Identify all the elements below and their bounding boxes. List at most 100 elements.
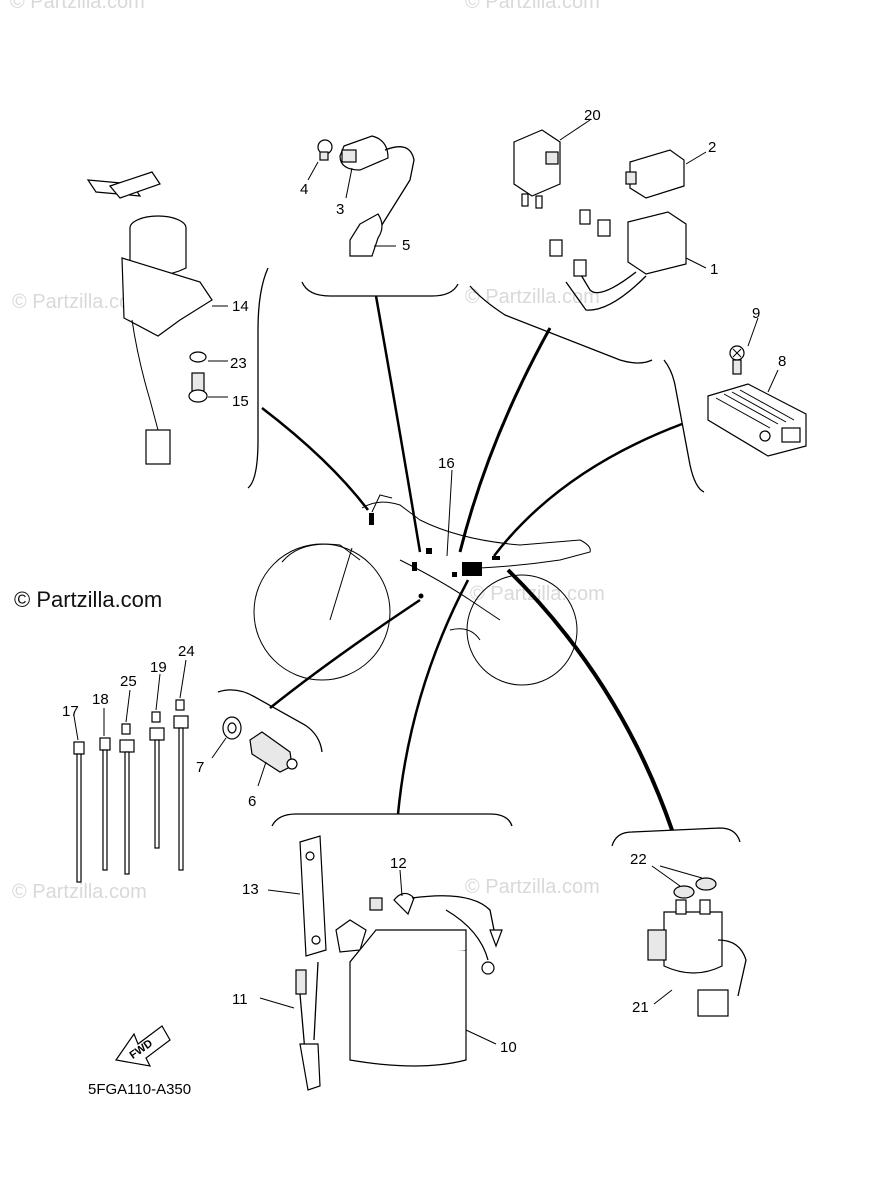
part-15-bolt (191, 372, 205, 392)
leader-coil (374, 295, 422, 553)
part-21-bracket (647, 929, 667, 961)
forward-arrow: FWD (114, 1025, 171, 1067)
starter-relay-group (647, 865, 747, 1017)
callout-13: 13 (242, 881, 259, 898)
watermark-left-bottom: © Partzilla.com (12, 881, 147, 903)
thermo-switch-group (211, 716, 298, 787)
callout-8: 8 (778, 353, 786, 370)
part-21-connector (697, 989, 729, 1017)
watermark-top-left: © Partzilla.com (10, 0, 145, 13)
part-19-strap (154, 739, 160, 849)
leader-lines (261, 295, 683, 831)
leader-line-17 (73, 715, 79, 741)
watermark-center-mid: © Partzilla.com (465, 286, 600, 308)
part-marker-battery (452, 572, 457, 577)
callout-24: 24 (178, 643, 195, 660)
leader-thermo (269, 598, 421, 709)
part-10-top (349, 929, 467, 963)
part-3-lead (379, 146, 415, 229)
part-marker-coil (426, 548, 432, 554)
bracket-coil (301, 281, 459, 297)
callout-23: 23 (230, 355, 247, 372)
part-7-hole (227, 722, 237, 734)
callout-17: 17 (62, 703, 79, 720)
part-22-nut-a (673, 885, 695, 899)
battery-lead-1-end (489, 929, 503, 948)
callout-3: 3 (336, 201, 344, 218)
leader-rectifier (493, 422, 683, 557)
part-24-strap (178, 727, 184, 871)
part-1-wires (565, 269, 647, 311)
part-13-hole-bottom (311, 935, 321, 945)
leader-16 (446, 469, 453, 557)
cdi-group (513, 119, 707, 311)
diagram-code: 5FGA110-A350 (88, 1081, 191, 1098)
callout-5: 5 (402, 237, 410, 254)
fwd-arrow-icon (114, 1025, 171, 1067)
callout-2: 2 (708, 139, 716, 156)
leader-line-6 (257, 761, 267, 787)
leader-line-20 (559, 119, 591, 141)
part-22-nut-b (695, 877, 717, 891)
part-marker-thermo (418, 593, 424, 599)
rectifier-group (707, 317, 807, 457)
part-24-clip (175, 699, 185, 711)
part-9-shank (732, 359, 742, 375)
callout-9: 9 (752, 305, 760, 322)
part-13-hole-top (305, 851, 315, 861)
key-2 (108, 171, 161, 199)
leader-line-3 (345, 167, 353, 199)
callout-4: 4 (300, 181, 308, 198)
leader-line-24 (179, 659, 187, 699)
front-fender (281, 543, 361, 563)
callout-20: 20 (584, 107, 601, 124)
switch-bracket (121, 257, 213, 337)
part-24-head (173, 715, 189, 729)
part-8-socket (781, 427, 801, 443)
callout-21: 21 (632, 999, 649, 1016)
part-17-head (73, 741, 85, 755)
part-25-clip (121, 723, 131, 735)
bracket-relay (611, 827, 741, 847)
leader-ignition (261, 407, 369, 511)
leader-line-22 (651, 865, 703, 887)
part-9-cross (732, 348, 742, 358)
part-10-battery (349, 949, 467, 1067)
part-1-cdi (627, 211, 687, 275)
part-marker-rectifier (492, 556, 500, 560)
leader-line-25 (125, 689, 131, 723)
callout-10: 10 (500, 1039, 517, 1056)
part-18-head (99, 737, 111, 751)
leader-line-9 (747, 317, 759, 347)
callout-7: 7 (196, 759, 204, 776)
part-2-latch (625, 171, 637, 185)
frame (399, 559, 501, 621)
part-21-post-b (699, 899, 711, 915)
part-8-rectifier (707, 383, 807, 457)
part-20-tab (545, 151, 559, 165)
battery-lead-1 (411, 895, 497, 941)
part-12-terminal (393, 892, 415, 916)
part-1-plug-a (549, 239, 563, 257)
leader-line-10 (465, 1029, 497, 1045)
leader-line-8 (767, 369, 779, 393)
part-23-nut (189, 351, 207, 363)
callout-11: 11 (232, 991, 248, 1008)
callout-6: 6 (248, 793, 256, 810)
handlebar (371, 494, 393, 513)
watermark-center: © Partzilla.com (470, 583, 605, 605)
part-1-plug-d (579, 209, 591, 225)
watermark-right-bottom: © Partzilla.com (465, 876, 600, 898)
part-3-terminal (341, 149, 357, 163)
leader-line-21 (653, 989, 673, 1005)
part-11-fuse (295, 969, 307, 995)
part-17-strap (76, 753, 82, 883)
part-21-post-a (675, 899, 687, 915)
battery-group (259, 835, 503, 1091)
part-20-pin1 (521, 193, 529, 207)
switch-wire (131, 319, 159, 431)
part-5-cap (349, 213, 383, 257)
part-20-pin2 (535, 195, 543, 209)
motorcycle-outline (253, 494, 591, 686)
